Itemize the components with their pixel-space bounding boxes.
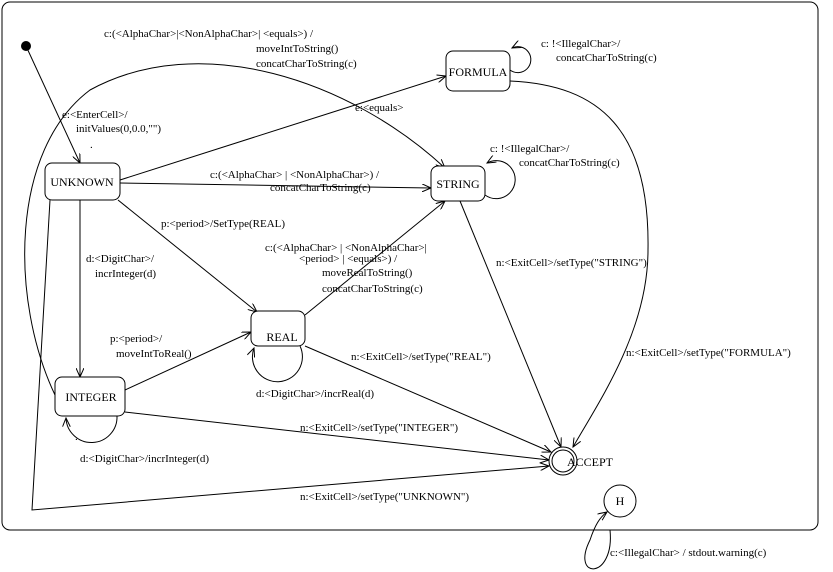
svg-text:<period> | <equals>) /: <period> | <equals>) /	[299, 253, 398, 265]
label-unknown-to-accept: n:<ExitCell>/setType("UNKNOWN")	[300, 491, 469, 503]
label-unknown-to-formula: e:<equals>	[355, 102, 403, 114]
label-formula-self: c: !<IllegalChar>/ concatCharToString(c)	[541, 38, 657, 64]
loop-formula	[509, 47, 532, 74]
svg-text:concatCharToString(c): concatCharToString(c)	[270, 182, 371, 194]
state-label: REAL	[266, 330, 297, 344]
edge-integer-to-accept	[124, 411, 549, 460]
label-unknown-to-string: c:(<AlphaChar> | <NonAlphaChar>) / conca…	[210, 169, 380, 194]
state-label: ACCEPT	[567, 455, 614, 469]
svg-text:e:<EnterCell>/: e:<EnterCell>/	[62, 109, 128, 121]
edge-string-to-accept	[459, 200, 561, 447]
state-integer[interactable]: INTEGER	[54, 376, 126, 417]
label-string-self: c: !<IllegalChar>/ concatCharToString(c)	[490, 143, 620, 169]
label-unknown-to-integer: d:<DigitChar>/ incrInteger(d)	[86, 253, 156, 280]
label-real-to-accept: n:<ExitCell>/setType("REAL")	[351, 351, 491, 363]
state-history[interactable]: H	[603, 484, 637, 518]
label-string-to-accept: n:<ExitCell>/setType("STRING")	[496, 257, 647, 269]
svg-text:initValues(0,0.0,""): initValues(0,0.0,"")	[76, 123, 161, 135]
edge-real-to-accept	[304, 345, 551, 452]
state-unknown[interactable]: UNKNOWN	[44, 162, 121, 201]
svg-text:concatCharToString(c): concatCharToString(c)	[556, 52, 657, 64]
state-string[interactable]: STRING	[430, 165, 486, 202]
label-history-self: c:<IllegalChar> / stdout.warning(c)	[610, 547, 767, 559]
svg-text:c:(<AlphaChar>|<NonAlphaChar>|: c:(<AlphaChar>|<NonAlphaChar>| <equals>)…	[104, 28, 314, 40]
svg-text:c: !<IllegalChar>/: c: !<IllegalChar>/	[490, 143, 570, 155]
label-integer-to-real: p:<period>/ moveIntToReal()	[110, 333, 192, 360]
svg-text:d:<DigitChar>/: d:<DigitChar>/	[86, 253, 155, 265]
state-formula[interactable]: FORMULA	[445, 50, 511, 92]
superstate-border	[1, 1, 819, 531]
svg-text:moveIntToString(): moveIntToString()	[256, 43, 339, 55]
label-formula-to-accept: n:<ExitCell>/setType("FORMULA")	[626, 347, 791, 359]
edge-unknown-to-string	[119, 182, 431, 188]
state-real[interactable]: REAL	[250, 310, 306, 347]
edge-unknown-to-real	[117, 199, 257, 312]
label-unknown-to-real: p:<period>/SetType(REAL)	[161, 218, 285, 230]
loop-history-arc	[584, 512, 611, 570]
edge-initial	[25, 45, 80, 163]
svg-text:c: !<IllegalChar>/: c: !<IllegalChar>/	[541, 38, 621, 50]
loop-real	[252, 345, 303, 383]
svg-text:concatCharToString(c): concatCharToString(c)	[256, 58, 357, 70]
state-label: FORMULA	[449, 65, 508, 79]
label-integer-to-accept: n:<ExitCell>/setType("INTEGER")	[300, 422, 458, 434]
edge-integer-to-string	[24, 63, 445, 396]
label-integer-to-string: c:(<AlphaChar>|<NonAlphaChar>| <equals>)…	[104, 28, 357, 70]
svg-text:concatCharToString(c): concatCharToString(c)	[322, 283, 423, 295]
edge-formula-to-accept	[509, 80, 649, 447]
state-label: UNKNOWN	[50, 175, 114, 189]
state-label: INTEGER	[65, 390, 116, 404]
state-accept[interactable]: ACCEPT	[548, 446, 614, 476]
svg-text:c:(<AlphaChar> | <NonAlphaChar: c:(<AlphaChar> | <NonAlphaChar>) /	[210, 169, 380, 181]
state-label: H	[616, 494, 625, 508]
svg-text:concatCharToString(c): concatCharToString(c)	[519, 157, 620, 169]
svg-text:moveRealToString(): moveRealToString()	[322, 267, 413, 279]
svg-text:incrInteger(d): incrInteger(d)	[95, 268, 156, 280]
svg-text:c:(<AlphaChar> | <NonAlphaChar: c:(<AlphaChar> | <NonAlphaChar>|	[265, 242, 427, 254]
label-real-to-string: c:(<AlphaChar> | <NonAlphaChar>| <period…	[265, 242, 427, 295]
edge-unknown-to-formula	[119, 76, 446, 181]
label-real-self: d:<DigitChar>/incrReal(d)	[256, 388, 374, 400]
state-label: STRING	[436, 177, 480, 191]
label-init: e:<EnterCell>/ initValues(0,0.0,"") .	[62, 109, 161, 151]
loop-integer	[66, 415, 118, 443]
svg-text:p:<period>/: p:<period>/	[110, 333, 163, 345]
edge-unknown-to-accept	[31, 199, 549, 511]
loop-string	[484, 161, 516, 200]
label-integer-self: d:<DigitChar>/incrInteger(d)	[80, 453, 209, 465]
svg-text:moveIntToReal(): moveIntToReal()	[116, 348, 192, 360]
edge-real-to-string	[304, 201, 445, 316]
label-integer-self-dot: .	[75, 431, 78, 443]
edge-integer-to-real	[124, 332, 251, 391]
svg-text:.: .	[90, 139, 93, 151]
